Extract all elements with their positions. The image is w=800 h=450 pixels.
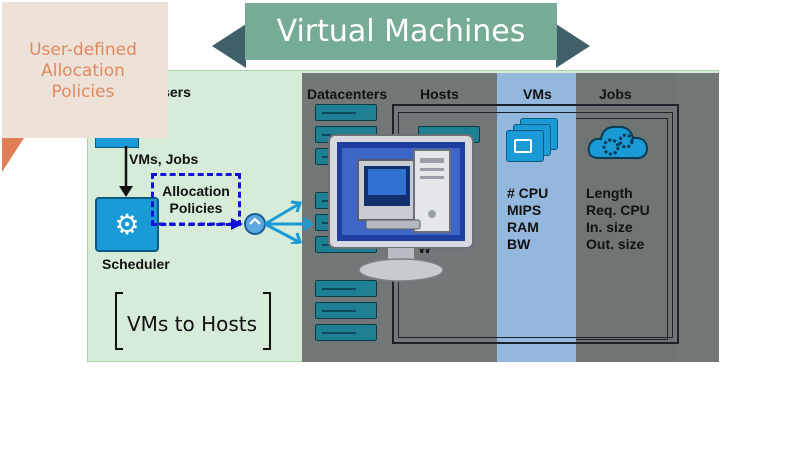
flow-label: VMs, Jobs bbox=[129, 151, 199, 167]
allocation-policies-box bbox=[151, 173, 241, 226]
page-title: Virtual Machines bbox=[245, 3, 557, 60]
job-attribute: Out. size bbox=[586, 236, 645, 252]
network-fanout-icon bbox=[159, 200, 314, 244]
jobs-column bbox=[576, 73, 676, 362]
column-header-jobs: Jobs bbox=[599, 86, 632, 102]
vm-attribute: RAM bbox=[507, 219, 539, 235]
vm-attribute: BW bbox=[507, 236, 531, 252]
vm-attribute: # CPU bbox=[507, 185, 549, 201]
job-attribute: Req. CPU bbox=[586, 202, 650, 218]
sticky-note-text: User-defined Allocation Policies bbox=[29, 40, 137, 102]
jobs-frame bbox=[576, 118, 668, 340]
scheduler-label: Scheduler bbox=[102, 256, 170, 272]
sticky-note bbox=[2, 2, 168, 138]
scheduler-box: ⚙ bbox=[95, 197, 159, 252]
server-unit bbox=[315, 324, 377, 341]
job-attribute: In. size bbox=[586, 219, 633, 235]
job-attribute-list: Length Req. CPU In. size Out. size bbox=[586, 185, 650, 253]
column-header-hosts: Hosts bbox=[420, 86, 459, 102]
server-unit bbox=[315, 280, 377, 297]
banner-tail-left bbox=[212, 24, 246, 68]
down-arrow bbox=[119, 146, 133, 197]
job-attribute: Length bbox=[586, 185, 633, 201]
vm-attribute: MIPS bbox=[507, 202, 542, 218]
banner-tail-right bbox=[556, 24, 590, 68]
sticky-note-corner bbox=[2, 138, 24, 172]
desktop-computer-icon bbox=[328, 134, 474, 282]
bracket-left bbox=[115, 292, 123, 350]
server-unit bbox=[315, 104, 377, 121]
allocation-policies-label: Allocation Policies bbox=[162, 183, 230, 216]
cloud-gears-icon bbox=[587, 125, 649, 160]
column-header-vms: VMs bbox=[523, 86, 552, 102]
server-unit bbox=[315, 302, 377, 319]
gear-icon: ⚙ bbox=[114, 209, 140, 240]
column-header-datacenters: Datacenters bbox=[307, 86, 388, 102]
bracket-right bbox=[263, 292, 271, 350]
vms-to-hosts-label: VMs to Hosts bbox=[126, 312, 258, 336]
vm-attribute-list: # CPU MIPS RAM BW bbox=[507, 185, 548, 253]
